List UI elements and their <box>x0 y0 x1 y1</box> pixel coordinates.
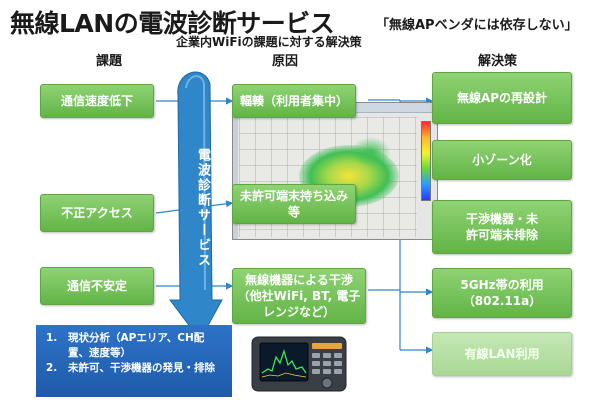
service-item-text: 未許可、干渉機器の発見・排除 <box>68 362 215 375</box>
spectrum-analyzer-device <box>251 336 347 392</box>
service-description: 1. 現状分析（APエリア、CH配置、速度等） 2. 未許可、干渉機器の発見・排… <box>36 325 232 397</box>
cause-box-3: 無線機器による干渉（他社WiFi, BT, 電子レンジなど） <box>232 268 366 324</box>
service-item-number: 1. <box>46 332 58 344</box>
service-item-number: 2. <box>46 362 58 375</box>
service-item-1: 1. 現状分析（APエリア、CH配置、速度等） <box>46 331 222 361</box>
solution-box-4: 5GHz帯の利用（802.11a） <box>432 268 572 318</box>
signal-legend-scale <box>421 121 431 201</box>
signal-heat-area-small <box>351 137 391 167</box>
column-header-causes: 原因 <box>272 54 299 69</box>
solution-box-2: 小ゾーン化 <box>432 140 572 180</box>
problem-box-1: 通信速度低下 <box>40 84 154 118</box>
service-item-text: 現状分析（APエリア、CH配置、速度等） <box>68 332 205 360</box>
cause-box-2: 未許可端末持ち込み等 <box>232 184 356 224</box>
problem-box-2: 不正アクセス <box>40 194 154 232</box>
page-title: 無線LANの電波診断サービス <box>10 9 335 38</box>
solution-box-3: 干渉機器・未許可端末排除 <box>432 200 572 254</box>
column-header-problems: 課題 <box>96 54 123 69</box>
service-arrow <box>169 71 223 341</box>
screenshot-side-panel <box>233 114 238 239</box>
problem-box-3: 通信不安定 <box>40 267 154 305</box>
service-label: 電波診断サービス <box>195 148 210 268</box>
service-item-2: 2. 未許可、干渉機器の発見・排除 <box>46 361 222 376</box>
solution-box-5: 有線LAN利用 <box>432 332 572 376</box>
subtitle: 企業内WiFiの課題に対する解決策 <box>176 35 362 49</box>
solution-box-1: 無線APの再設計 <box>432 72 572 124</box>
cause-box-1: 輻輳（利用者集中） <box>232 84 356 118</box>
tagline: 「無線APベンダには依存しない」 <box>376 18 578 33</box>
column-header-solutions: 解決策 <box>478 54 518 69</box>
